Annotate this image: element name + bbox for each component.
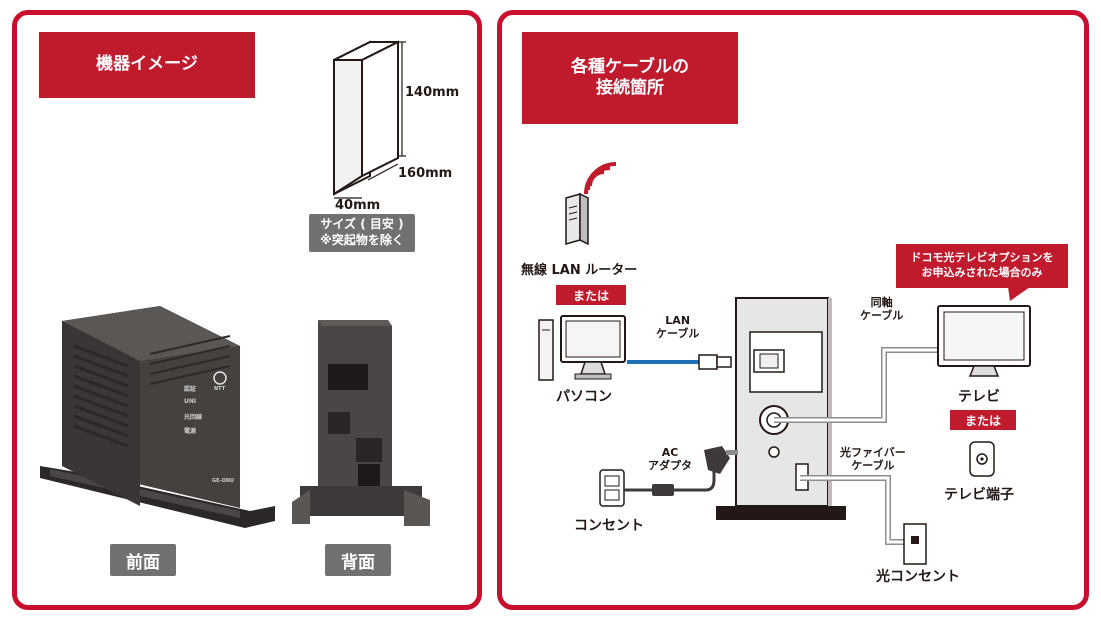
tv-terminal-label: テレビ端子 [944, 487, 1014, 503]
dimension-height-label: 140mm [405, 85, 460, 100]
fiber-cable-label-line-2: ケーブル [851, 459, 895, 473]
front-label-tag: 前面 [110, 544, 176, 576]
onu-back-image [292, 320, 430, 526]
device-image-header: 機器イメージ [39, 32, 255, 98]
coax-cable-label: 同軸 ケーブル [860, 296, 903, 322]
fiber-cable [800, 475, 927, 565]
coax-cable-label-line-1: 同軸 [870, 296, 893, 309]
lan-cable-label-line-1: LAN [665, 314, 691, 327]
coax-cable-label-line-2: ケーブル [860, 309, 904, 323]
ac-adapter-label-line-2: アダプタ [648, 459, 692, 473]
fiber-cable-label: 光ファイバー ケーブル [840, 446, 906, 472]
tv-option-callout: ドコモ光テレビオプションを お申込みされた場合のみ [896, 244, 1068, 288]
dimension-width-label: 40mm [335, 198, 381, 213]
pc-label: パソコン [556, 389, 612, 405]
lan-cable-label: LAN ケーブル [656, 314, 699, 340]
onu-center-device [716, 297, 846, 520]
back-label-tag: 背面 [325, 544, 391, 576]
tv-label: テレビ [958, 389, 1000, 405]
coax-cable [774, 347, 939, 423]
onu-brand-logo: NTT [214, 386, 226, 392]
tv-terminal-icon [969, 441, 995, 477]
wireless-router-label: 無線 LAN ルーター [521, 263, 638, 278]
onu-model-label: GE-ONU [212, 478, 235, 484]
tv-icon [937, 305, 1031, 377]
cable-connections-header: 各種ケーブルの 接続箇所 [522, 32, 738, 124]
or-tag-2: または [950, 410, 1016, 430]
onu-led-label-power: 電源 [184, 428, 197, 435]
ac-adapter-cable [599, 446, 738, 507]
optical-outlet-label: 光コンセント [876, 569, 960, 585]
dimension-depth-label: 160mm [398, 166, 453, 181]
lan-cable-label-line-2: ケーブル [656, 327, 700, 341]
lan-cable [627, 354, 732, 370]
header-line-1: 各種ケーブルの [571, 56, 689, 77]
size-note-line-1: サイズ ( 目安 ) [320, 217, 404, 232]
outlet-label: コンセント [574, 518, 644, 534]
callout-line-1: ドコモ光テレビオプションを [910, 251, 1054, 265]
onu-led-label-uni: UNI [184, 398, 197, 405]
pc-icon [538, 315, 626, 381]
wireless-router-icon [565, 162, 617, 246]
ac-adapter-label-line-1: AC [661, 446, 679, 459]
fiber-cable-label-line-1: 光ファイバー [840, 446, 906, 459]
callout-line-2: お申込みされた場合のみ [921, 266, 1043, 279]
size-note-tag: サイズ ( 目安 ) ※突起物を除く [309, 214, 415, 252]
onu-led-label-fiber: 光回線 [184, 414, 203, 421]
callout-pointer [1008, 287, 1030, 301]
or-tag-1: または [556, 285, 626, 305]
header-line-2: 接続箇所 [596, 78, 664, 98]
ac-adapter-label: AC アダプタ [648, 446, 692, 472]
size-box-diagram [333, 40, 406, 199]
size-note-line-2: ※突起物を除く [320, 233, 404, 247]
onu-front-image [40, 306, 275, 528]
onu-led-label-auth: 認証 [184, 386, 197, 393]
